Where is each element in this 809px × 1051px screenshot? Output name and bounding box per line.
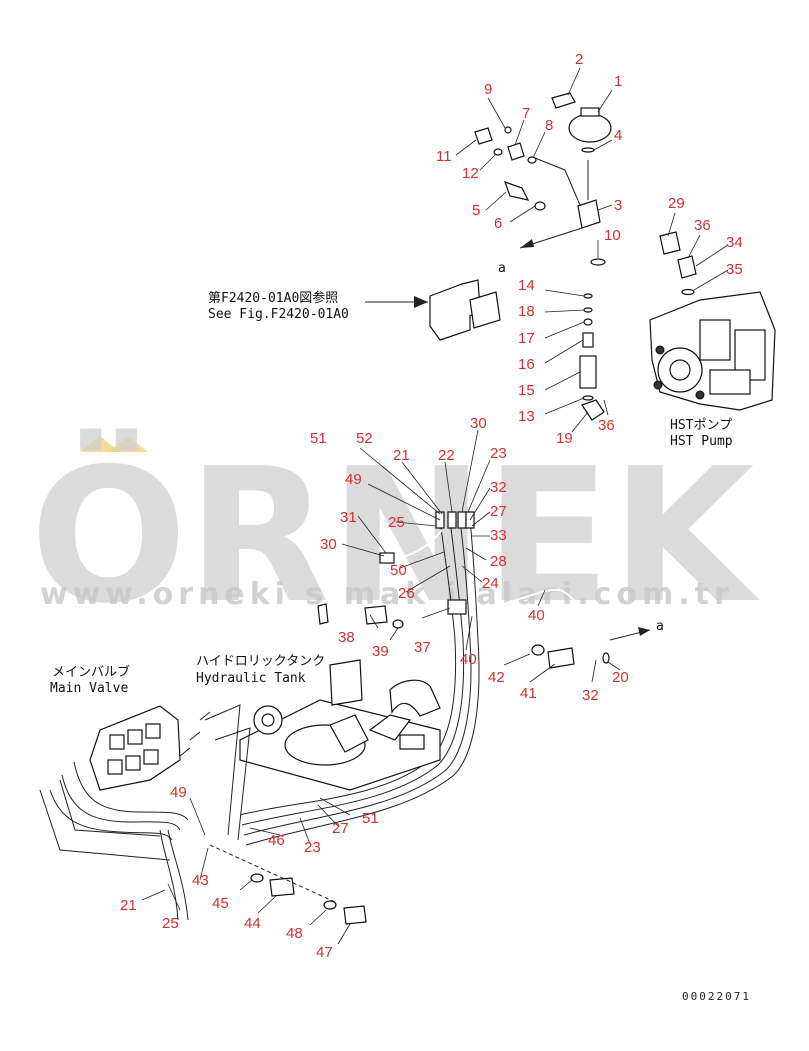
- part-number: 45: [212, 895, 229, 912]
- part-number: 20: [612, 669, 629, 686]
- drawing-number: 00022071: [682, 990, 751, 1003]
- leader-lines: [141, 67, 729, 945]
- part-number: 49: [345, 471, 362, 488]
- part-number: 23: [304, 839, 321, 856]
- part-number: 31: [340, 509, 357, 526]
- arrow-a-label: a: [498, 261, 506, 276]
- part-number: 46: [268, 832, 285, 849]
- main-valve-label-en: Main Valve: [50, 681, 128, 696]
- part-number: 40: [528, 607, 545, 624]
- watermark-accent-right: [108, 436, 148, 452]
- part-number: 8: [545, 117, 553, 134]
- part-number: 52: [356, 430, 373, 447]
- part-number: 30: [470, 415, 487, 432]
- part-number: 32: [490, 479, 507, 496]
- hydraulic-tank: [239, 659, 441, 791]
- part-number: 41: [520, 685, 537, 702]
- part-number: 10: [604, 227, 621, 244]
- part-number: 27: [490, 503, 507, 520]
- part-number: 16: [518, 356, 535, 373]
- part-number: 40: [460, 651, 477, 668]
- part-number: 34: [726, 234, 743, 251]
- part-number: 43: [192, 872, 209, 889]
- part-number: 50: [390, 562, 407, 579]
- ref-label-jp: 第F2420-01A0図参照: [208, 290, 338, 306]
- part-number: 4: [614, 127, 622, 144]
- watermark: ÖRNEK www.orneki s mak i alari.com.tr: [30, 428, 760, 644]
- part-number: 5: [472, 202, 480, 219]
- part-number: 37: [414, 639, 431, 656]
- text-labels: 第F2420-01A0図参照 See Fig.F2420-01A0 HSTポンプ…: [50, 261, 751, 1003]
- part-number: 18: [518, 303, 535, 320]
- part-number: 38: [338, 629, 355, 646]
- part-number: 22: [438, 447, 455, 464]
- part-number: 48: [286, 925, 303, 942]
- hst-pump-label-en: HST Pump: [670, 434, 733, 449]
- part-number: 29: [668, 195, 685, 212]
- main-valve: [39, 704, 367, 925]
- part-number: 36: [598, 417, 615, 434]
- part-number: 35: [726, 261, 743, 278]
- part-number: 26: [398, 585, 415, 602]
- hst-pump-label-jp: HSTポンプ: [670, 418, 732, 433]
- part-number: 33: [490, 527, 507, 544]
- part-number: 17: [518, 330, 535, 347]
- part-number: 24: [482, 575, 499, 592]
- hose-bundle: [239, 511, 651, 846]
- part-number: 39: [372, 643, 389, 660]
- part-number: 1: [614, 73, 622, 90]
- part-number: 36: [694, 217, 711, 234]
- part-number: 12: [462, 165, 479, 182]
- part-number: 51: [310, 430, 327, 447]
- part-number: 9: [484, 81, 492, 98]
- part-number: 23: [490, 445, 507, 462]
- part-number: 3: [614, 197, 622, 214]
- part-number: 42: [488, 669, 505, 686]
- hydraulic-tank-label-jp: ハイドロリックタンク: [196, 654, 325, 669]
- part-number: 27: [332, 820, 349, 837]
- part-number-labels: 1 2 3 4 5 6 7 8 9 10 11 12 13 14 15 16 1…: [120, 51, 743, 961]
- part-number: 47: [316, 944, 333, 961]
- hst-pump: [598, 231, 776, 411]
- main-valve-label-jp: メインバルブ: [52, 664, 130, 680]
- part-number: 15: [518, 382, 535, 399]
- arrow-a-label: a: [656, 619, 664, 634]
- part-number: 11: [436, 148, 452, 165]
- part-number: 28: [490, 553, 507, 570]
- part-number: 25: [388, 514, 405, 531]
- part-number: 30: [320, 536, 337, 553]
- part-number: 2: [575, 51, 583, 68]
- part-number: 49: [170, 784, 187, 801]
- part-number: 21: [120, 897, 137, 914]
- part-number: 25: [162, 915, 179, 932]
- part-number: 32: [582, 687, 599, 704]
- bracket-reference: [365, 279, 501, 341]
- part-number: 21: [393, 447, 410, 464]
- part-number: 7: [522, 105, 530, 122]
- part-number: 14: [518, 277, 535, 294]
- part-number: 44: [244, 915, 261, 932]
- part-number: 51: [362, 810, 379, 827]
- watermark-accent-left: [80, 436, 120, 452]
- part-number: 6: [494, 215, 502, 232]
- watermark-url: www.orneki s mak i alari.com.tr: [40, 577, 734, 612]
- part-number: 19: [556, 430, 573, 447]
- part-number: 13: [518, 408, 535, 425]
- hydraulic-tank-label-en: Hydraulic Tank: [196, 671, 306, 686]
- watermark-text: ÖRNEK: [30, 428, 760, 644]
- ref-label-en: See Fig.F2420-01A0: [208, 307, 349, 322]
- accumulator-assembly: [474, 92, 612, 421]
